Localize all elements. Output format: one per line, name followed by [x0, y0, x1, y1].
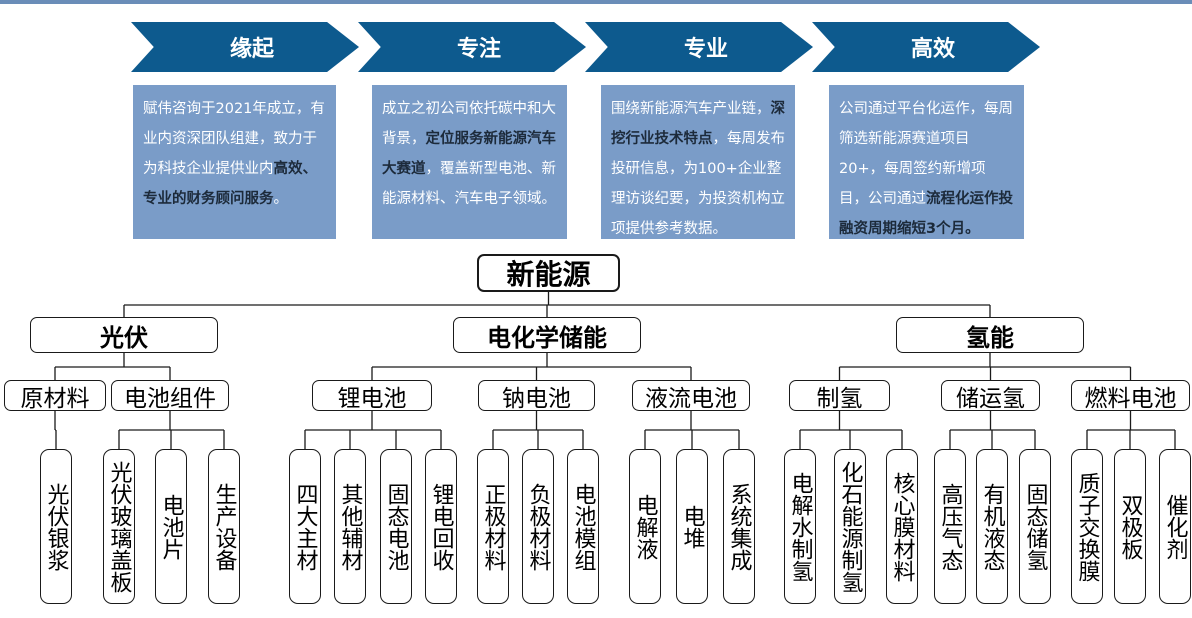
step-arrow-1: 缘起 [131, 22, 359, 72]
step-arrow-3: 专业 [585, 22, 813, 72]
step-arrow-label: 专注 [456, 37, 501, 62]
step-description-1: 赋伟咨询于2021年成立，有业内资深团队组建，致力于为科技企业提供业内高效、专业… [133, 85, 336, 239]
description-highlight: 定位服务新能源汽车大赛道 [382, 131, 556, 177]
leaf-node: 高压气态 [934, 449, 966, 604]
leaf-node: 电解水制氢 [784, 449, 816, 604]
leaf-node: 质子交换膜 [1071, 449, 1103, 604]
leaf-node: 电堆 [676, 449, 708, 604]
category-node: 氢能 [896, 317, 1084, 353]
description-text: ，每周发布投研信息，为100+企业整理访谈纪要，为投资机构立项提供参考数据。 [611, 131, 785, 237]
description-text: 公司通过平台化运作，每周筛选新能源赛道项目20+，每周签约新增项目，公司通过 [839, 101, 1013, 207]
leaf-node: 电池模组 [567, 449, 599, 604]
subcategory-node: 制氢 [789, 380, 890, 412]
leaf-node: 正极材料 [477, 449, 509, 604]
leaf-node: 催化剂 [1159, 449, 1191, 604]
leaf-node: 固态电池 [380, 449, 412, 604]
root-node: 新能源 [477, 254, 620, 292]
step-description-3: 围绕新能源汽车产业链，深挖行业技术特点，每周发布投研信息，为100+企业整理访谈… [601, 85, 795, 239]
description-text: 成立之初公司依托碳中和大背景， [382, 101, 556, 147]
leaf-node: 有机液态 [976, 449, 1008, 604]
subcategory-node: 储运氢 [941, 380, 1040, 412]
step-arrow-2: 专注 [358, 22, 586, 72]
description-text: 赋伟咨询于2021年成立，有业内资深团队组建，致力于为科技企业提供业内 [143, 101, 325, 177]
leaf-node: 锂电回收 [425, 449, 457, 604]
description-text: 。 [273, 191, 289, 207]
description-highlight: 流程化运作投融资周期缩短3个月。 [839, 191, 1013, 237]
subcategory-node: 钠电池 [478, 380, 595, 412]
leaf-node: 电池片 [155, 449, 187, 604]
leaf-node: 核心膜材料 [886, 449, 918, 604]
step-arrow-4: 高效 [812, 22, 1040, 72]
leaf-node: 生产设备 [208, 449, 240, 604]
description-text: 围绕新能源汽车产业链， [611, 101, 771, 117]
step-arrow-label: 专业 [683, 37, 728, 62]
leaf-node: 电解液 [629, 449, 661, 604]
subcategory-node: 原材料 [4, 380, 106, 412]
subcategory-node: 燃料电池 [1071, 380, 1190, 412]
leaf-node: 光伏银浆 [40, 449, 72, 604]
leaf-node: 其他辅材 [334, 449, 366, 604]
step-arrow-label: 缘起 [229, 37, 274, 62]
subcategory-node: 电池组件 [111, 380, 229, 412]
top-accent-bar [0, 0, 1192, 4]
leaf-node: 固态储氢 [1019, 449, 1051, 604]
leaf-node: 四大主材 [289, 449, 321, 604]
step-description-4: 公司通过平台化运作，每周筛选新能源赛道项目20+，每周签约新增项目，公司通过流程… [829, 85, 1024, 239]
description-highlight: 高效、专业的财务顾问服务 [143, 161, 317, 207]
step-description-2: 成立之初公司依托碳中和大背景，定位服务新能源汽车大赛道，覆盖新型电池、新能源材料… [372, 85, 567, 239]
leaf-node: 化石能源制氢 [834, 449, 866, 604]
leaf-node: 双极板 [1114, 449, 1146, 604]
subcategory-node: 液流电池 [632, 380, 750, 412]
subcategory-node: 锂电池 [312, 380, 432, 412]
leaf-node: 负极材料 [522, 449, 554, 604]
description-text: ，覆盖新型电池、新能源材料、汽车电子领域。 [382, 161, 556, 207]
category-node: 电化学储能 [453, 317, 641, 353]
leaf-node: 光伏玻璃盖板 [103, 449, 135, 604]
step-arrow-label: 高效 [910, 37, 955, 62]
description-highlight: 深挖行业技术特点 [611, 101, 785, 147]
leaf-node: 系统集成 [723, 449, 755, 604]
category-node: 光伏 [30, 317, 218, 353]
